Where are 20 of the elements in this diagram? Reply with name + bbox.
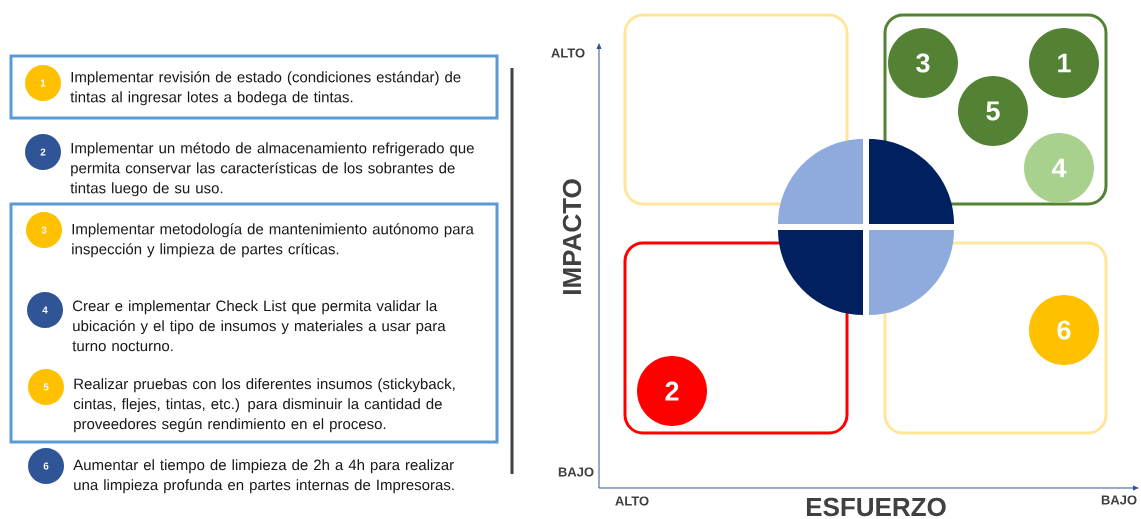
number-badge: 4 [27, 292, 63, 328]
number-badge: 2 [25, 134, 61, 170]
axis-label: BAJO [558, 467, 594, 477]
number-badge: 5 [28, 369, 64, 405]
axis-label: ALTO [615, 496, 649, 506]
item-description: Crear e implementar Check List que permita validar la ubicación y el tipo de insumos y materiales a usar para turno nocturno. [72, 300, 446, 352]
axis-title: ESFUERZO [806, 497, 946, 517]
item-description: Implementar un método de almacenamiento refrigerado que permita conservar las características de los sobrantes de tintas luego de su uso. [70, 142, 474, 197]
number-badge: 3 [26, 212, 62, 248]
item-description: Implementar metodología de mantenimiento autónomo para inspección y limpieza de partes críticas. [72, 223, 474, 258]
axis-label: BAJO [1101, 495, 1137, 505]
axis-label: ALTO [551, 48, 585, 58]
number-badge: 6 [28, 448, 64, 484]
item-description: Realizar pruebas con los diferentes insumos (stickyback, cintas, flejes, tintas, etc.) para disminuir la cantidad de proveedores según rendimiento en el proceso. [73, 378, 455, 433]
list-frame [9, 202, 499, 444]
item-description: Aumentar el tiempo de limpieza de 2h a 4h para realizar una limpieza profunda en partes internas de Impresoras. [73, 459, 454, 494]
item-description: Implementar revisión de estado (condiciones estándar) de tintas al ingresar lotes a bodega de tintas. [70, 71, 461, 106]
axis-title: IMPACTO [562, 179, 582, 294]
list-frame [9, 54, 499, 120]
number-badge: 1 [25, 65, 61, 101]
